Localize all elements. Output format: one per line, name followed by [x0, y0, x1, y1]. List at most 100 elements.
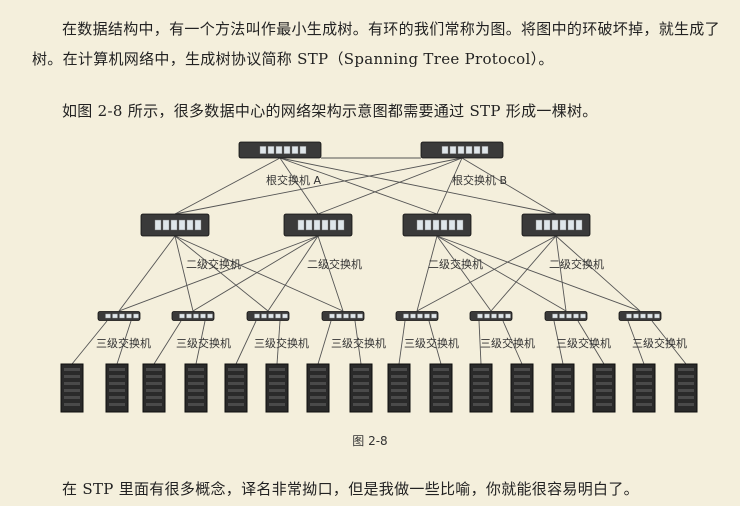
server-11-slot-4 — [473, 396, 489, 399]
server-11-slot-0 — [473, 368, 489, 371]
link-l2-2-l3-4 — [416, 235, 438, 312]
figure-caption: 图 2-8 — [352, 434, 388, 448]
server-10 — [429, 363, 453, 413]
link-root-0-l2-0 — [174, 157, 281, 215]
server-6-slot-0 — [269, 368, 285, 371]
level3-switch-1 — [97, 311, 141, 321]
level3-switch-4-port-2 — [343, 313, 349, 319]
link-l3-3-server-b — [354, 320, 362, 365]
level3-switch-3-port-4 — [282, 313, 288, 319]
level3-switch-2-port-4 — [207, 313, 213, 319]
link-l2-3-l3-6 — [555, 235, 567, 312]
link-l2-3-l3-7 — [555, 235, 641, 312]
link-root-0-l2-1 — [279, 157, 319, 215]
server-4-slot-3 — [188, 389, 204, 392]
root-switch-a-port-0 — [259, 146, 267, 154]
network-topology-diagram: 根交换机 A 根交换机 B 二级交换机 二级交换机 二级交换机 二级交换机 三级… — [60, 141, 698, 413]
level3-switch-8-port-3 — [647, 313, 653, 319]
server-8-slot-4 — [353, 396, 369, 399]
server-16 — [674, 363, 698, 413]
server-8-slot-5 — [353, 403, 369, 406]
level3-switch-1-port-0 — [105, 313, 111, 319]
link-root-0-l2-2 — [279, 157, 438, 215]
server-15 — [632, 363, 656, 413]
label-level3-6: 三级交换机 — [480, 336, 535, 350]
root-switch-a-port-4 — [291, 146, 299, 154]
link-lines — [71, 157, 687, 365]
link-l2-3-l3-5 — [490, 235, 557, 312]
label-level3-7: 三级交换机 — [556, 336, 611, 350]
link-l3-5-server-a — [478, 320, 482, 365]
level2-switch-4-port-3 — [559, 219, 567, 231]
level3-switch-4-port-1 — [336, 313, 342, 319]
link-l2-1-l3-3 — [317, 235, 344, 312]
level3-switch-2-port-2 — [193, 313, 199, 319]
level3-switch-1-port-1 — [112, 313, 118, 319]
level2-switch-2 — [283, 213, 353, 237]
level3-switch-4-port-4 — [357, 313, 363, 319]
server-2-slot-2 — [109, 382, 125, 385]
server-11-slot-5 — [473, 403, 489, 406]
label-level2-1: 二级交换机 — [186, 257, 241, 271]
link-l2-0-l3-0 — [118, 235, 176, 312]
level3-switch-1-body — [97, 311, 141, 321]
level2-switch-2-port-4 — [329, 219, 337, 231]
level3-switch-6-body — [469, 311, 513, 321]
label-level3-3: 三级交换机 — [254, 336, 309, 350]
server-13-slot-2 — [555, 382, 571, 385]
server-4 — [184, 363, 208, 413]
level3-switch-1-port-4 — [133, 313, 139, 319]
level3-switch-8-port-1 — [633, 313, 639, 319]
level2-switch-1-port-0 — [154, 219, 162, 231]
level2-switch-2-port-3 — [321, 219, 329, 231]
root-switch-b-port-3 — [465, 146, 473, 154]
server-9-slot-1 — [391, 375, 407, 378]
level3-switch-6-port-3 — [498, 313, 504, 319]
server-3-slot-0 — [146, 368, 162, 371]
level2-switch-4-port-4 — [567, 219, 575, 231]
server-5-slot-0 — [228, 368, 244, 371]
server-1-slot-2 — [64, 382, 80, 385]
server-12-slot-0 — [514, 368, 530, 371]
server-5-slot-3 — [228, 389, 244, 392]
server-16-slot-5 — [678, 403, 694, 406]
level2-switch-2-port-2 — [313, 219, 321, 231]
server-6 — [265, 363, 289, 413]
label-level3-4: 三级交换机 — [331, 336, 386, 350]
server-5-slot-2 — [228, 382, 244, 385]
link-l2-2-l3-7 — [436, 235, 641, 312]
server-8 — [349, 363, 373, 413]
server-13-slot-1 — [555, 375, 571, 378]
level2-switch-1-port-1 — [162, 219, 170, 231]
link-l3-2-server-a — [235, 320, 257, 365]
level2-switch-4 — [521, 213, 591, 237]
level3-switch-6-port-0 — [477, 313, 483, 319]
link-l2-2-l3-5 — [436, 235, 492, 312]
level3-switch-3-body — [246, 311, 290, 321]
server-7 — [306, 363, 330, 413]
server-3-slot-2 — [146, 382, 162, 385]
server-6-slot-2 — [269, 382, 285, 385]
switch-nodes — [97, 141, 662, 321]
level3-switch-6-port-2 — [491, 313, 497, 319]
level3-switch-6 — [469, 311, 513, 321]
server-13-slot-3 — [555, 389, 571, 392]
level3-switch-6-port-4 — [505, 313, 511, 319]
label-level3-2: 三级交换机 — [176, 336, 231, 350]
level3-switch-8-port-0 — [626, 313, 632, 319]
server-10-slot-4 — [433, 396, 449, 399]
level2-switch-4-port-1 — [543, 219, 551, 231]
level3-switch-8-port-2 — [640, 313, 646, 319]
server-2 — [105, 363, 129, 413]
server-14-slot-2 — [596, 382, 612, 385]
level2-switch-3-port-4 — [448, 219, 456, 231]
server-7-slot-2 — [310, 382, 326, 385]
server-16-slot-4 — [678, 396, 694, 399]
server-7-slot-1 — [310, 375, 326, 378]
link-l3-7-server-b — [651, 320, 687, 365]
server-14-slot-1 — [596, 375, 612, 378]
link-l2-2-l3-6 — [436, 235, 567, 312]
server-1-slot-5 — [64, 403, 80, 406]
server-15-slot-5 — [636, 403, 652, 406]
level3-switch-7-port-3 — [573, 313, 579, 319]
